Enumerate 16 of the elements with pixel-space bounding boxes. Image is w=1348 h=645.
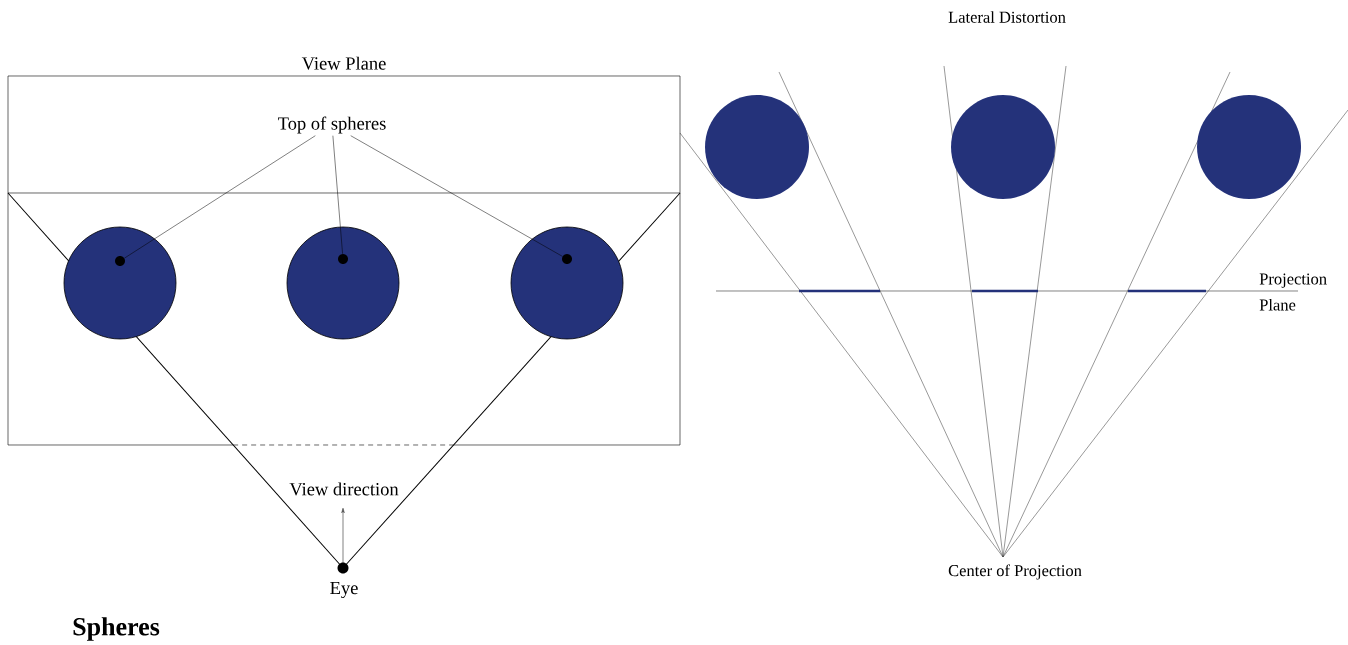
sphere-disc (1197, 95, 1301, 199)
panel-title: Lateral Distortion (948, 11, 1066, 23)
label-text: Eye (330, 581, 358, 599)
leader-line (332, 135, 343, 255)
sphere-disc (705, 95, 809, 199)
sphere-circle (63, 226, 177, 340)
label-text: View direction (289, 482, 399, 496)
callout-text: Top of spheres (278, 116, 386, 134)
leader-line (350, 135, 563, 257)
label-text: Center of Projection (948, 564, 1082, 580)
sphere-circle (510, 226, 624, 340)
label-text: Projection Plane (1259, 273, 1327, 311)
leader-line (124, 135, 316, 259)
caption: Spheres (73, 617, 160, 641)
sphere-circle (286, 226, 400, 340)
sphere-disc (951, 95, 1055, 199)
